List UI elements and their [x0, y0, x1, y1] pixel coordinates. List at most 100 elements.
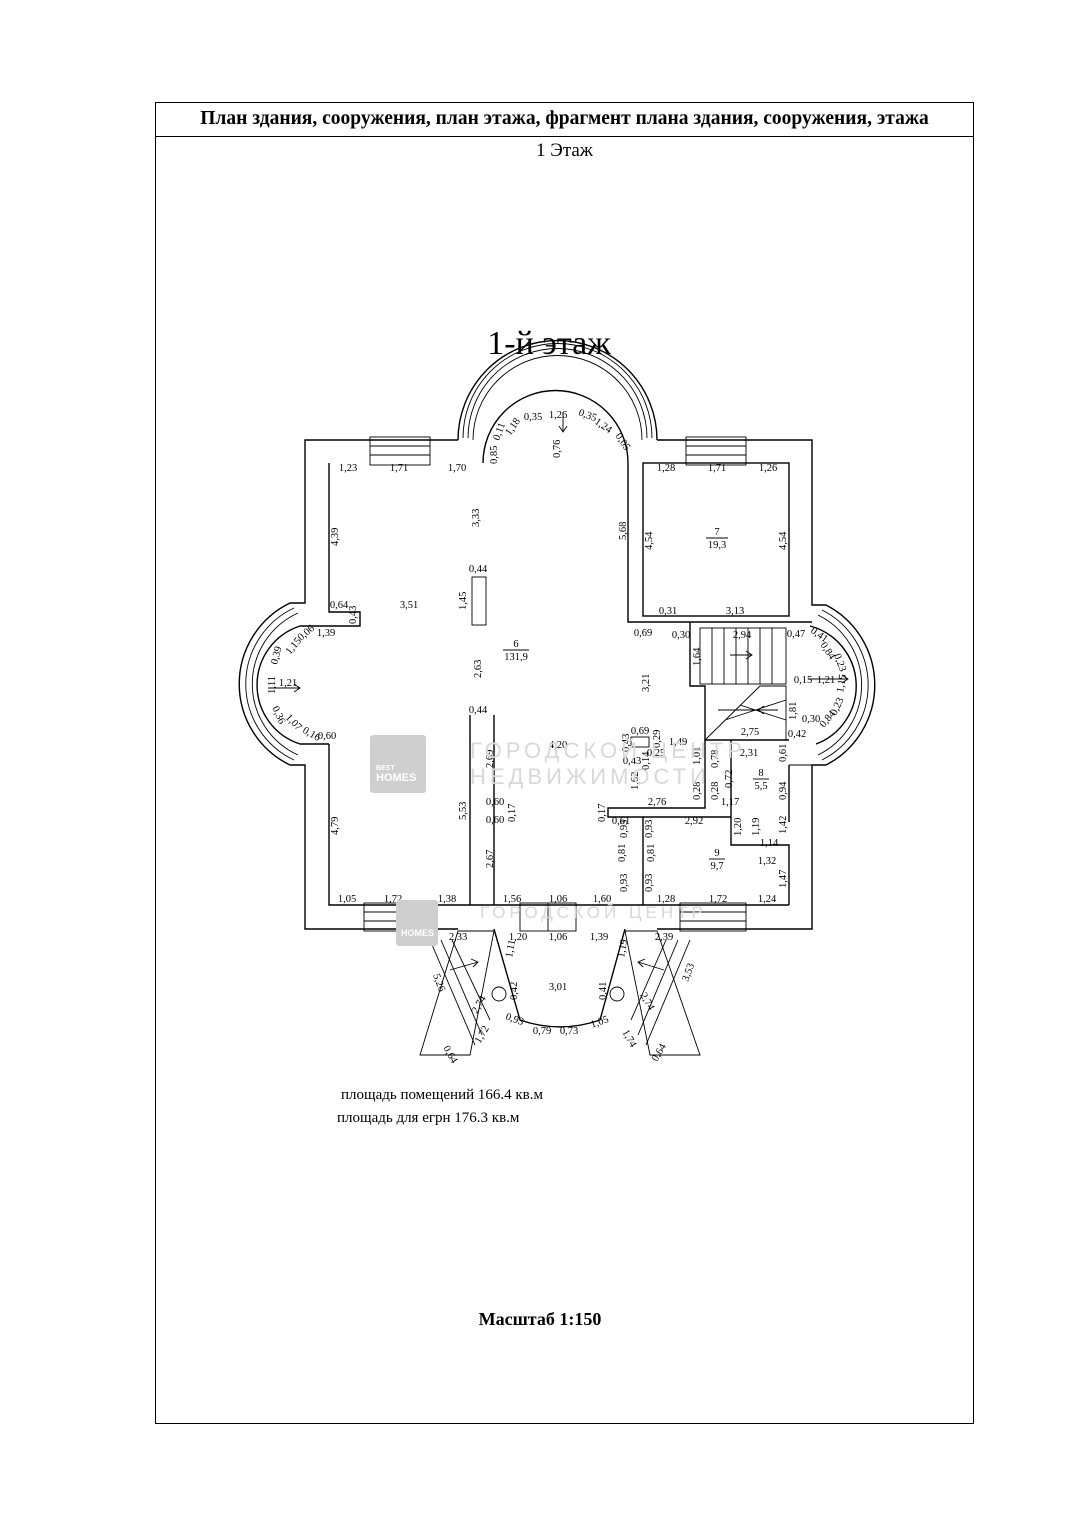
dim: 2,33 [449, 932, 467, 943]
dim: 3,33 [471, 509, 482, 527]
dim: 1,49 [669, 737, 687, 748]
dim: 0,81 [646, 844, 657, 862]
dim: 1,23 [339, 463, 357, 474]
room-7-area: 19,3 [708, 540, 726, 551]
room-6-num: 6 [513, 639, 518, 650]
dim: 0,44 [469, 564, 488, 575]
dim: 0,14 [641, 751, 652, 770]
dim: 0,47 [787, 629, 805, 640]
dim: 1,47 [778, 870, 789, 888]
dim: 4,20 [549, 740, 567, 751]
dim: 2,94 [733, 630, 752, 641]
dim: 0,44 [469, 705, 488, 716]
dim: 4,79 [330, 817, 341, 835]
dim: 2,74 [637, 991, 656, 1013]
dim: 1,21 [817, 675, 835, 686]
watermark-logo-top: BEST [376, 765, 395, 772]
dim: 3,21 [641, 674, 652, 692]
dim: 2,69 [485, 750, 496, 768]
dim: 0,39 [269, 645, 284, 666]
arrows [268, 412, 849, 971]
dim: 2,75 [741, 727, 759, 738]
dim: 1,06 [549, 894, 567, 905]
dim: 1,45 [458, 592, 469, 610]
dim: 1,07 [283, 712, 304, 733]
egrn-area-text: площадь для егрн 176.3 кв.м [337, 1110, 520, 1126]
dim: 1,72 [384, 894, 402, 905]
dim: 1,70 [448, 463, 466, 474]
scale-label: Масштаб 1:150 [478, 1309, 602, 1329]
room-9-num: 9 [714, 848, 719, 859]
dim: 1,28 [657, 894, 675, 905]
dim: 1,05 [338, 894, 356, 905]
dim: 0,35 [524, 412, 542, 423]
dim: 0,64 [330, 600, 349, 611]
dim: 1,71 [390, 463, 408, 474]
dim: 0,17 [507, 804, 518, 822]
dim: 0,31 [659, 606, 677, 617]
dim: 0,78 [710, 750, 721, 768]
dim: 1,28 [657, 463, 675, 474]
dim: 3,13 [726, 606, 744, 617]
dim: 0,23 [829, 696, 847, 717]
dim: 1,24 [592, 416, 614, 436]
dim: 3,01 [549, 982, 567, 993]
dim: 2,39 [655, 932, 673, 943]
room-labels: 6 131,9 7 19,3 8 5,5 9 9,7 [503, 527, 769, 872]
room-9-area: 9,7 [710, 861, 723, 872]
dim: 1,21 [279, 678, 297, 689]
dim: 5,53 [458, 802, 469, 820]
dim: 0,17 [597, 804, 608, 822]
dim: 2,76 [648, 797, 666, 808]
dim: 1,11 [267, 676, 278, 694]
dim: 0,60 [486, 815, 504, 826]
dim: 1,56 [503, 894, 521, 905]
dim: 0,28 [692, 782, 703, 800]
dim: 0,93 [619, 874, 630, 892]
dim: 1,19 [616, 939, 630, 959]
dim: 0,73 [560, 1026, 578, 1037]
dim: 0,81 [617, 844, 628, 862]
room-7-walls [642, 462, 790, 617]
dim: 3,53 [680, 962, 697, 983]
dim: 1,71 [708, 463, 726, 474]
dim: 1,19 [751, 818, 762, 836]
dim: 0,25 [647, 748, 665, 759]
dim: 0,93 [644, 874, 655, 892]
dim: 1,15 [835, 674, 849, 694]
dim: 1,81 [788, 702, 799, 720]
dim: 0,93 [504, 1011, 525, 1028]
dim: 0,41 [598, 982, 609, 1000]
watermark-logo-small-text: HOMES [401, 928, 435, 938]
dim: 1,32 [758, 856, 776, 867]
dim: 0,72 [724, 770, 735, 788]
dim: 0,36 [269, 705, 287, 726]
watermark-line2: НЕДВИЖИМОСТИ [470, 764, 710, 789]
dim: 0,05 [613, 431, 633, 452]
watermark-line1: ГОРОДСКОЙ ЦЕНТР [470, 738, 746, 763]
dim: 1,24 [758, 894, 777, 905]
dim: 1,20 [733, 818, 744, 836]
dim: 1,74 [619, 1028, 638, 1050]
dim: 1,26 [759, 463, 777, 474]
dim: 4,39 [330, 528, 341, 546]
rooms-area-text: площадь помещений 166.4 кв.м [341, 1087, 543, 1103]
inner-partitions [469, 576, 812, 905]
dim: 0,43 [623, 756, 641, 767]
dim: 0,93 [619, 820, 630, 838]
floor-label: 1 Этаж [536, 140, 593, 161]
dimension-labels: 1,23 1,71 1,70 0,85 0,11 1,18 0,35 1,26 … [267, 407, 849, 1066]
dim: 0,28 [710, 782, 721, 800]
dim: 0,79 [533, 1026, 551, 1037]
dim: 1,38 [438, 894, 456, 905]
dim: 0,61 [612, 816, 630, 827]
sheet-header: План здания, сооружения, план этажа, фра… [156, 103, 973, 137]
watermark-line1-small: ГОРОДСКОЙ ЦЕНТР [480, 903, 707, 922]
plan-sheet: План здания, сооружения, план этажа, фра… [155, 102, 974, 1424]
watermark-logo-bottom: HOMES [376, 772, 417, 784]
dim: 1,42 [778, 816, 789, 834]
dim: 1,11 [504, 939, 518, 959]
dim: 0,85 [489, 446, 500, 464]
watermark-logo-small: HOMES [396, 900, 438, 946]
